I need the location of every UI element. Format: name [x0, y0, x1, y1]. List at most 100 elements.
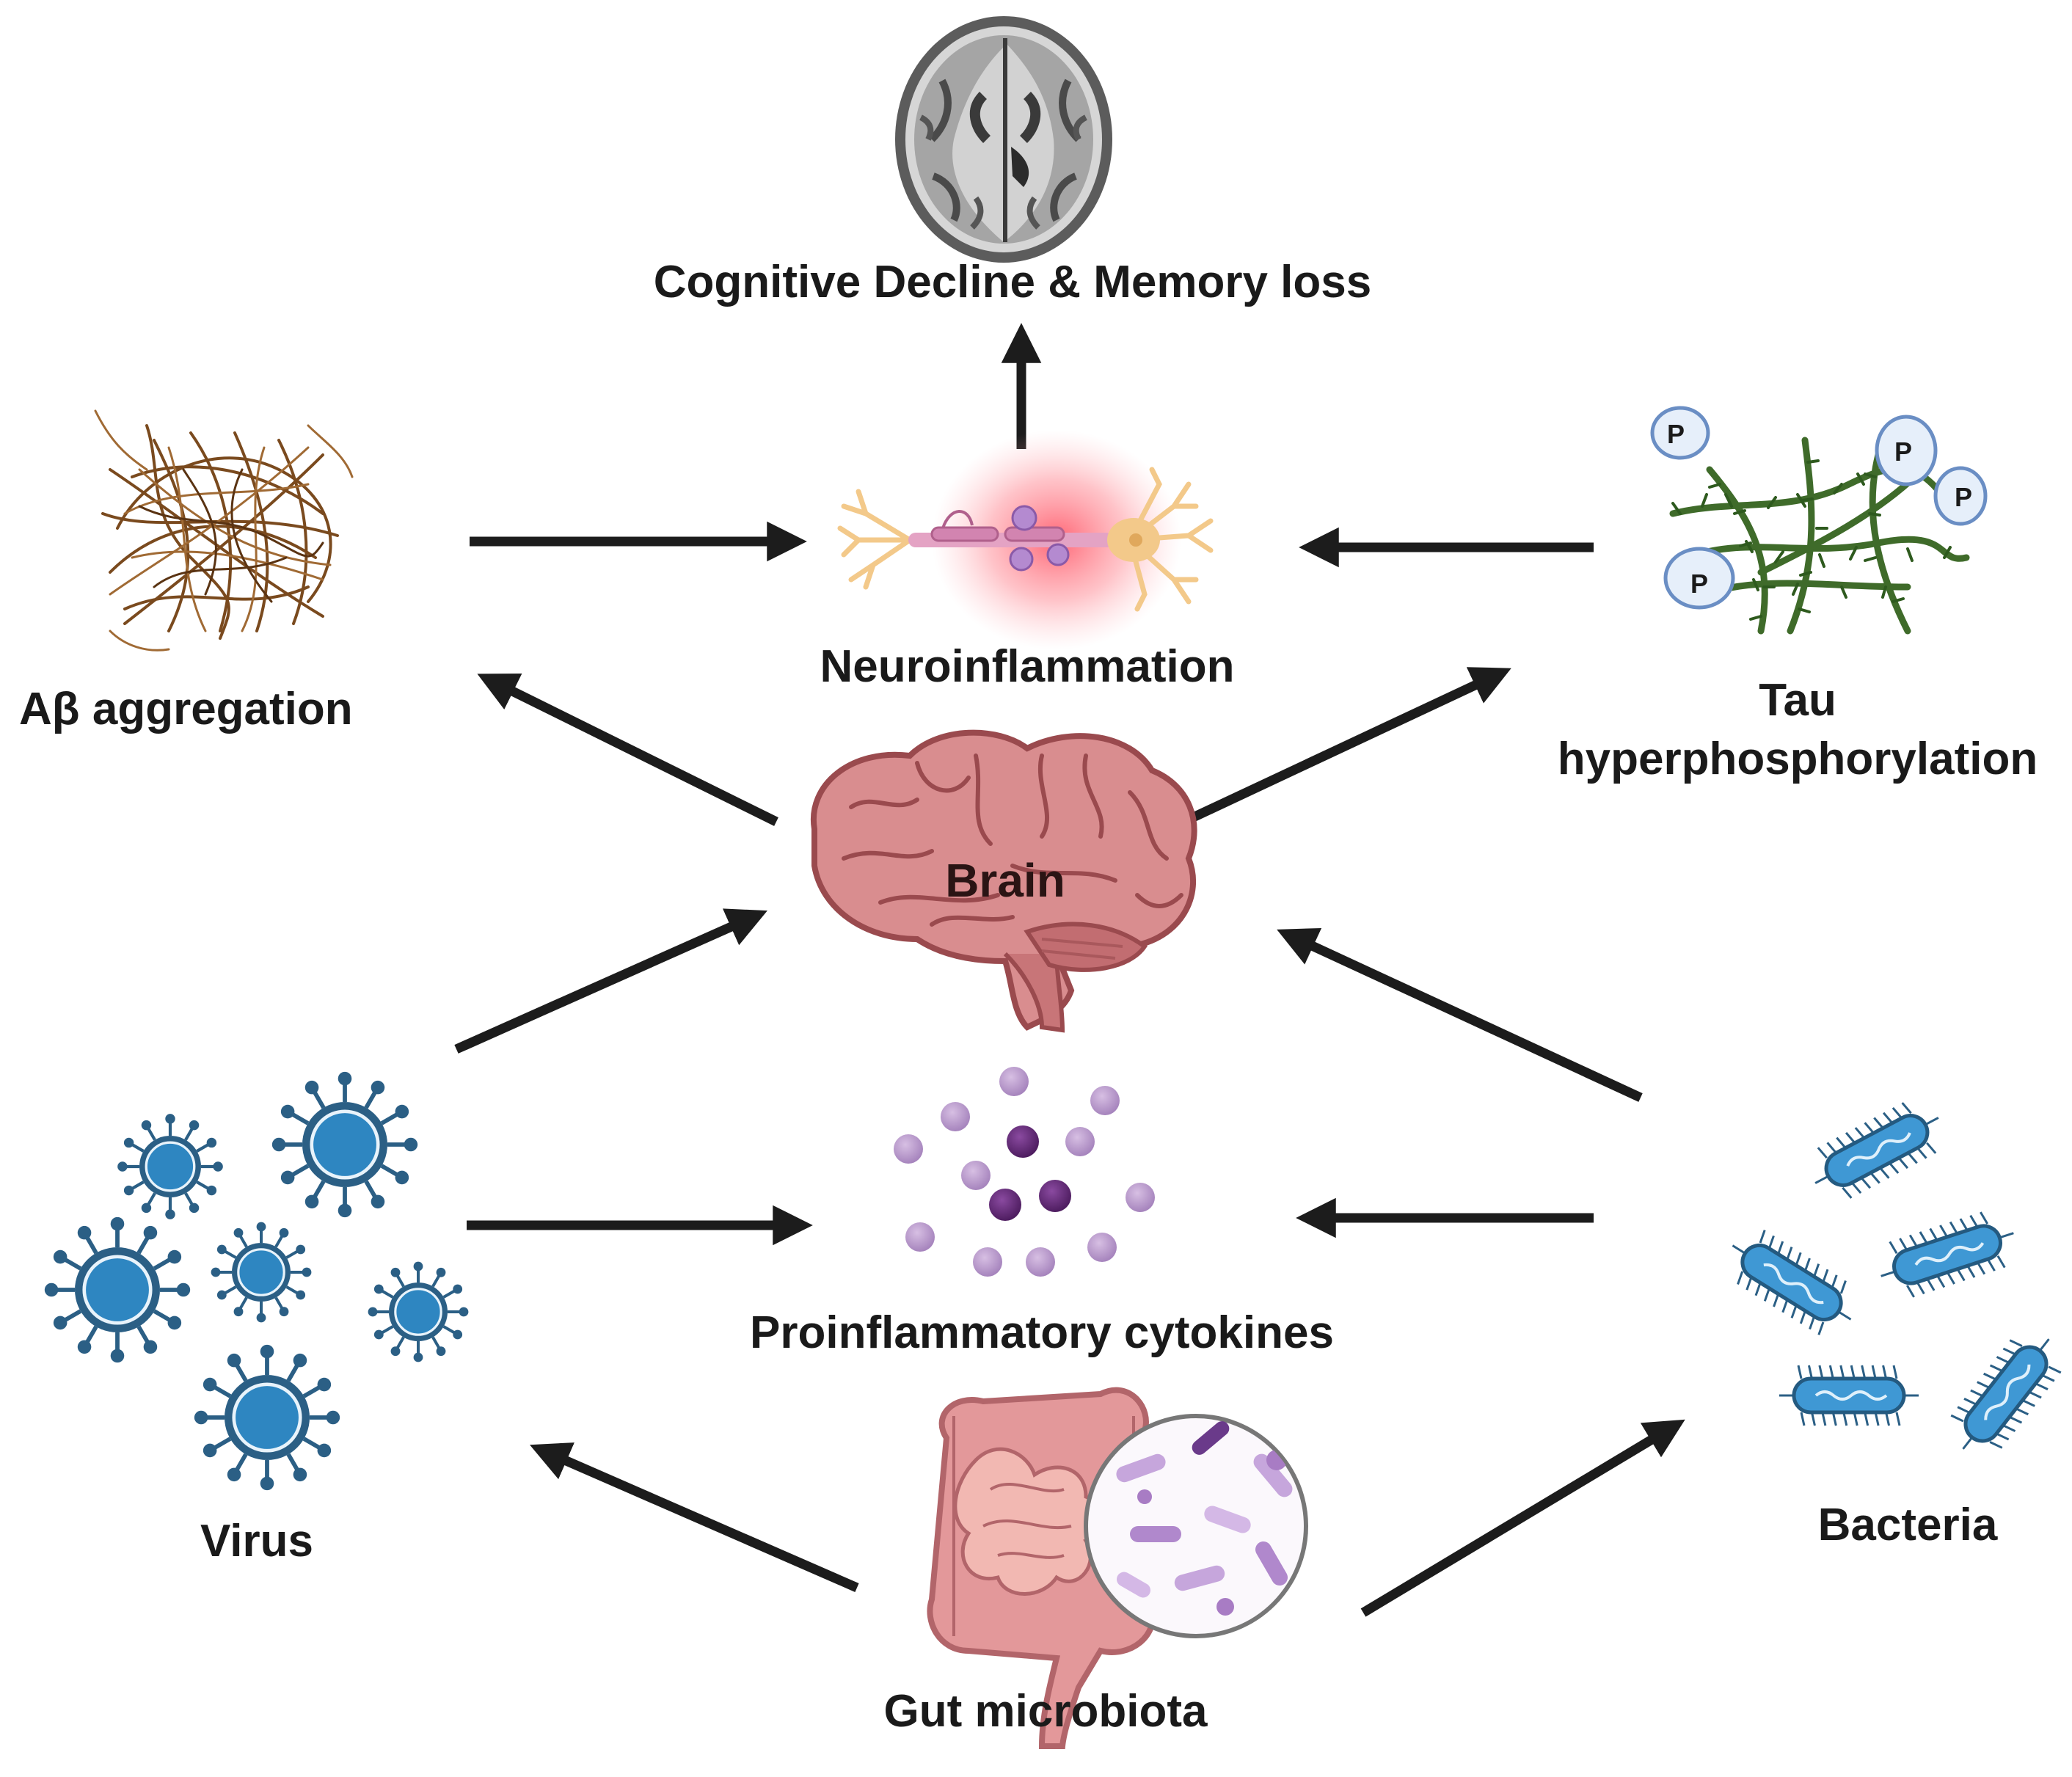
virus-spike-tip [256, 1222, 266, 1232]
bacteria-pilus [1885, 1412, 1891, 1426]
bacteria-pilus [1873, 1117, 1884, 1129]
virus-core [394, 1288, 442, 1336]
virus-core [310, 1109, 380, 1180]
bacteria-pilus [1853, 1412, 1858, 1426]
virus-spike-tip [413, 1352, 423, 1362]
bacteria-pilus [1957, 1406, 1971, 1415]
bacteria-pilus [1842, 1186, 1853, 1199]
virus-spike-tip [194, 1410, 208, 1425]
bacteria-pilus [1926, 1278, 1936, 1291]
bacteria-pilus [1926, 1142, 1937, 1154]
bacteria-pilus [1869, 1172, 1881, 1184]
virus-spike-tip [203, 1443, 217, 1458]
virus-label: Virus [200, 1516, 313, 1566]
bacteria-pilus [1895, 1412, 1901, 1426]
bacteria-pilus [1803, 1258, 1811, 1271]
virus-icon [117, 1114, 223, 1219]
bacteria-pilus [1817, 1147, 1828, 1159]
bacteria-pilus [1908, 1234, 1918, 1248]
virus-spike-tip [390, 1267, 401, 1277]
bacteria-icon [1881, 1211, 2014, 1298]
bacteria-pilus [1871, 1365, 1877, 1379]
bacteria-pilus [2048, 1365, 2062, 1374]
bacteria-dna [1846, 1132, 1911, 1167]
bacteria-icon [1950, 1338, 2062, 1450]
virus-spike-tip [326, 1410, 340, 1425]
bacteria-pilus [1980, 1211, 1989, 1225]
bacteria-pilus [1828, 1365, 1834, 1379]
virus-spike-tip [233, 1307, 244, 1317]
virus-spike-tip [256, 1313, 266, 1323]
bacteria-pilus [1831, 1274, 1838, 1288]
virus-spike-tip [459, 1307, 469, 1317]
virus-spike-tip [77, 1225, 92, 1240]
virus-icon [271, 1071, 418, 1218]
virus-spike-tip [53, 1316, 68, 1330]
bacteria-pilus [2041, 1373, 2055, 1382]
phosphate-groups: P P P P [1650, 406, 1988, 610]
virus-spike-tip [203, 1377, 217, 1392]
virus-spike-tip [167, 1316, 182, 1330]
virus-core [82, 1255, 153, 1325]
virus-spike-tip [216, 1290, 227, 1300]
bacteria-pilus [1810, 1412, 1816, 1426]
bacteria-pilus [1754, 1282, 1762, 1296]
gut-microbiota-label: Gut microbiota [883, 1686, 1208, 1737]
phosphate-label: P [1667, 419, 1685, 449]
bacteria-dna [1763, 1263, 1824, 1305]
virus-spike-tip [206, 1137, 217, 1148]
phosphate-icon: P [1650, 406, 1710, 460]
virus-spike-tip [436, 1346, 446, 1357]
bacteria-pilus [1809, 1316, 1816, 1330]
bacteria-pilus [1892, 1106, 1903, 1119]
phosphate-icon: P [1875, 415, 1938, 486]
bacteria-pilus [2035, 1382, 2049, 1390]
bacteria-pilus [1905, 1285, 1915, 1298]
virus-spike-tip [371, 1194, 385, 1209]
bacteria-pilus [1817, 1321, 1825, 1335]
bacteria-icon-group [1732, 1102, 2062, 1450]
bacteria-flagellum [1925, 1117, 1939, 1126]
bacteria-pilus [1797, 1365, 1803, 1379]
virus-icon [368, 1261, 469, 1362]
virus-spike-tip [189, 1120, 200, 1131]
tau-label-line1: Tau [1759, 675, 1836, 726]
bacteria-pilus [1916, 1281, 1925, 1295]
virus-spike-tip [371, 1080, 385, 1095]
virus-spike-tip [123, 1185, 134, 1196]
arrow-gut-to-virus [529, 1442, 859, 1592]
virus-spike-tip [165, 1114, 175, 1124]
bacteria-pilus [2009, 1339, 2023, 1347]
virus-core [232, 1382, 302, 1453]
virus-spike-tip [211, 1267, 221, 1277]
virus-spike-tip [368, 1307, 378, 1317]
bacteria-pilus [1882, 1365, 1888, 1379]
arrow-virus-to-brain [454, 908, 767, 1054]
bacteria-flagellum [1732, 1244, 1746, 1255]
bacteria-pilus [1737, 1271, 1744, 1285]
bacteria-pilus [1790, 1305, 1798, 1318]
bacteria-pilus [1879, 1167, 1890, 1179]
bacteria-dna [1984, 1364, 2031, 1420]
bacteria-pilus [1813, 1263, 1820, 1277]
cognitive-decline-label: Cognitive Decline & Memory loss [653, 257, 1372, 307]
virus-spike-tip [165, 1209, 175, 1219]
arrows [454, 323, 1685, 1617]
neuron-inflammation-icon [837, 430, 1214, 650]
bacteria-pilus [1996, 1432, 2010, 1441]
bacteria-pilus [1745, 1277, 1753, 1291]
virus-core [237, 1248, 285, 1296]
virus-spike-tip [143, 1225, 158, 1240]
virus-spike-tip [293, 1467, 307, 1482]
virus-spike-tip [44, 1282, 59, 1297]
bacteria-pilus [1956, 1268, 1966, 1282]
bacteria-pilus [1889, 1161, 1900, 1174]
virus-spike-tip [189, 1203, 200, 1214]
bacteria-pilus [1826, 1142, 1837, 1154]
bacteria-pilus [2016, 1407, 2029, 1416]
virus-spike-tip [390, 1346, 401, 1357]
bacteria-pilus [1929, 1227, 1938, 1241]
virus-spike-tip [293, 1353, 307, 1368]
bacteria-pilus [1946, 1271, 1955, 1285]
virus-spike-tip [216, 1244, 227, 1255]
